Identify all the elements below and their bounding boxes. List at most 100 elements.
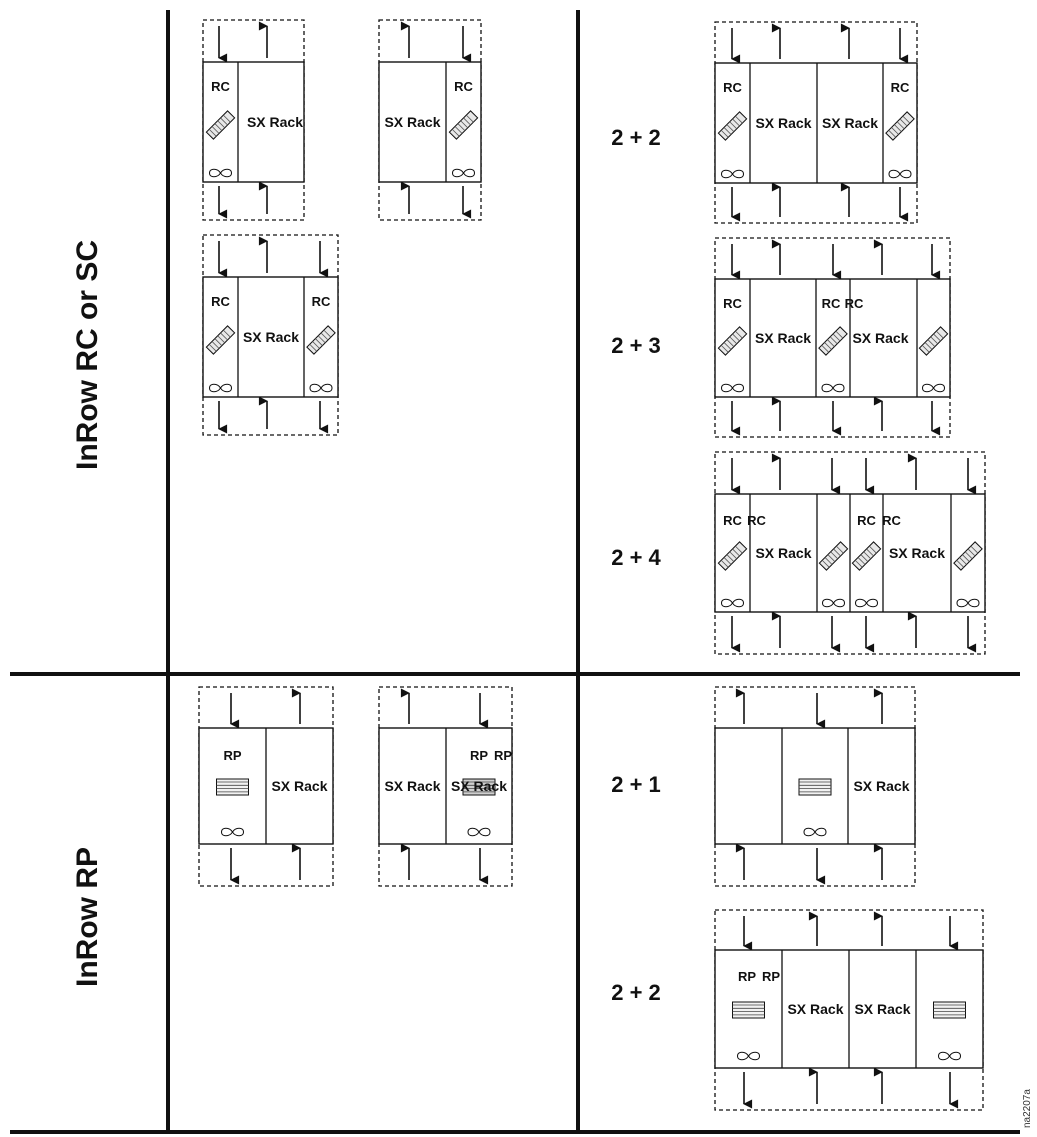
sx-rack-label: SX Rack (755, 115, 811, 131)
fan-icon (921, 383, 946, 393)
rc-label: RC (822, 296, 841, 311)
sx-rack-label: SX Rack (755, 330, 811, 346)
sx-rack-label: SX Rack (451, 778, 507, 794)
grid (10, 10, 1020, 1134)
rc-coil-body (717, 111, 748, 141)
rc-coil-fin (835, 330, 844, 339)
rc-coil-fin (924, 342, 933, 350)
rc-coil-fin (827, 339, 835, 347)
rc-coil-fin (223, 114, 231, 123)
rc-coil-fin (956, 559, 965, 568)
rc-coil-body (717, 326, 748, 356)
sx-rack-label: SX Rack (822, 115, 878, 131)
sx-rack-label: SX Rack (247, 114, 303, 130)
rc-coil-icon (885, 111, 915, 141)
rc-coil-fin (723, 342, 732, 350)
fan-icon (720, 169, 745, 179)
rp-coil-icon (216, 778, 249, 796)
rc-coil-fin (729, 551, 738, 560)
fan-icon (854, 598, 879, 608)
sx-rack-label: SX Rack (243, 329, 299, 345)
rc-coil-fin (214, 338, 223, 346)
rc-coil-fin (869, 545, 877, 554)
rc-coil-fin (309, 343, 318, 352)
rp-coil-body (462, 778, 496, 796)
rc-coil-fin (208, 343, 217, 352)
rc-coil-fin (454, 126, 463, 134)
rc-coil-icon (818, 541, 849, 571)
rc-coil-fin (726, 554, 735, 562)
rc-coil-fin (726, 339, 735, 347)
rc-coil-fin (959, 557, 967, 565)
rc-label: RC (845, 296, 864, 311)
rp-label: RP (762, 969, 780, 984)
rc-coil-fin (967, 548, 976, 557)
fan-icon (309, 383, 333, 393)
rp-coil-body (798, 778, 832, 796)
sx-rack-label: SX Rack (787, 1001, 843, 1017)
rc-coil-fin (854, 559, 863, 568)
rc-coil-body (205, 110, 236, 140)
rp-label: RP (470, 748, 488, 763)
rp-label: RP (738, 969, 756, 984)
rc-coil-fin (824, 342, 832, 350)
rc-coil-fin (723, 127, 732, 135)
sx-rack-label: SX Rack (854, 1001, 910, 1017)
rc-coil-fin (729, 336, 738, 345)
rc-coil-body (851, 541, 882, 571)
rc-coil-fin (208, 128, 217, 137)
rc-coil-fin (729, 121, 738, 130)
rc-coil-fin (732, 333, 740, 342)
rc-coil-fin (732, 548, 740, 557)
rp-coil-icon (462, 778, 496, 796)
rc-coil-fin (320, 332, 329, 341)
fan-icon (208, 168, 233, 178)
rc-label: RC (857, 513, 876, 528)
rc-coil-icon (717, 541, 748, 571)
rc-coil-fin (220, 117, 228, 126)
rc-coil-fin (735, 115, 743, 124)
combo-label-rp-2-1: 2 + 1 (611, 772, 661, 797)
rc-coil-fin (821, 344, 830, 353)
rc-coil-fin (824, 557, 833, 565)
rc-coil-body (953, 541, 983, 571)
rc-coil-fin (962, 554, 970, 562)
rc-coil-fin (735, 545, 743, 554)
fan-icon (736, 1051, 761, 1061)
rc-coil-fin (217, 120, 226, 129)
rc-label: RC (211, 294, 230, 309)
sx-rack-label: SX Rack (889, 545, 945, 561)
rc-coil-fin (720, 129, 729, 138)
rc-coil-fin (317, 335, 326, 344)
sx-rack-label: SX Rack (271, 778, 327, 794)
rc-coil-fin (894, 124, 902, 132)
fan-icon (208, 383, 233, 393)
rc-label: RC (454, 79, 473, 94)
rc-coil-icon (717, 326, 748, 356)
rc-coil-fin (211, 126, 220, 134)
figure-reference: na2207a (1022, 1089, 1033, 1128)
fan-icon (888, 169, 912, 179)
rc-coil-fin (936, 330, 944, 339)
rp-label: RP (223, 748, 241, 763)
rc-coil-fin (723, 557, 732, 565)
rc-coil-fin (964, 551, 973, 560)
rc-coil-fin (312, 341, 320, 349)
section-label-rp: InRow RP (71, 847, 104, 987)
rc-coil-fin (315, 338, 323, 346)
rc-label: RC (211, 79, 230, 94)
rc-coil-fin (832, 333, 841, 342)
rc-coil-fin (211, 341, 220, 349)
rc-coil-fin (860, 554, 869, 562)
combo-label-rp-2-2: 2 + 2 (611, 980, 661, 1005)
rc-coil-body (885, 111, 915, 141)
rc-coil-fin (457, 123, 466, 131)
fan-icon (803, 827, 827, 837)
rc-coil-icon (717, 111, 748, 141)
rc-coil-icon (205, 110, 236, 140)
